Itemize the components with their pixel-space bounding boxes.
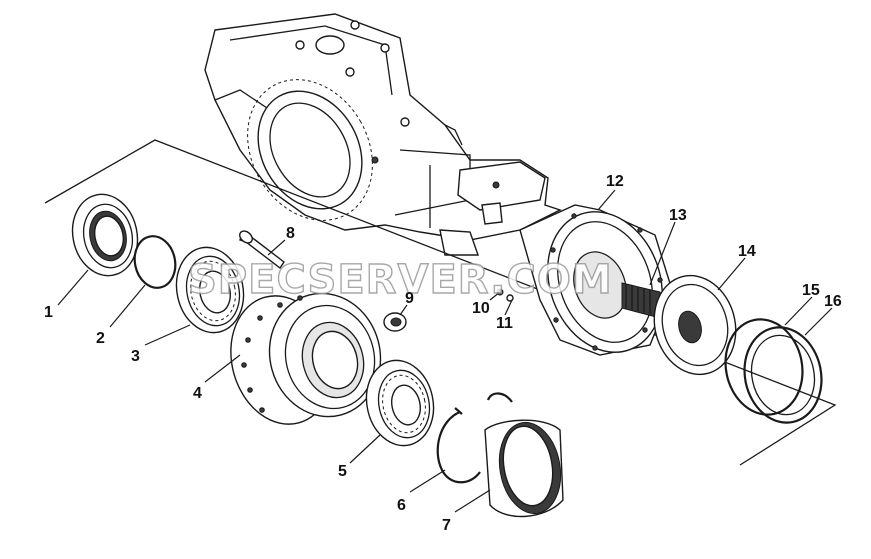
callout-11: 11 xyxy=(496,315,513,332)
part-9-wheel-nut xyxy=(383,312,407,332)
callout-4: 4 xyxy=(193,385,202,402)
callout-8: 8 xyxy=(286,225,295,242)
part-2-o-ring xyxy=(133,235,177,289)
callout-9: 9 xyxy=(405,290,414,307)
callout-15: 15 xyxy=(802,282,820,299)
watermark-text: SPECSERVER.COM xyxy=(188,257,613,303)
callout-13: 13 xyxy=(669,207,687,224)
part-12-brake-housing xyxy=(519,204,673,356)
part-5-bearing xyxy=(365,359,435,447)
callout-3: 3 xyxy=(131,348,140,365)
part-14-brake-disc xyxy=(653,274,737,376)
part-7-ring-gear xyxy=(484,392,564,518)
callout-10: 10 xyxy=(472,300,490,317)
part-8-wheel-stud xyxy=(239,230,285,270)
callout-7: 7 xyxy=(442,517,451,534)
axle-housing xyxy=(204,13,562,256)
callout-2: 2 xyxy=(96,330,105,347)
part-3-bearing xyxy=(175,246,245,334)
part-6-snap-ring xyxy=(436,407,481,484)
callout-6: 6 xyxy=(397,497,406,514)
callout-1: 1 xyxy=(44,304,53,321)
part-11-washer xyxy=(506,294,514,302)
part-1-seal xyxy=(71,193,139,277)
callout-12: 12 xyxy=(606,173,624,190)
part-15-ring xyxy=(724,318,804,416)
callout-labels: 1 2 3 4 5 6 7 8 9 10 11 12 13 14 15 16 xyxy=(44,173,842,534)
part-16-ring xyxy=(743,326,823,424)
callout-leader-lines xyxy=(57,189,833,513)
part-4-wheel-hub xyxy=(230,292,382,425)
callout-5: 5 xyxy=(338,463,347,480)
callout-16: 16 xyxy=(824,293,842,310)
callout-14: 14 xyxy=(738,243,756,260)
assembly-plane-outline xyxy=(44,139,837,466)
